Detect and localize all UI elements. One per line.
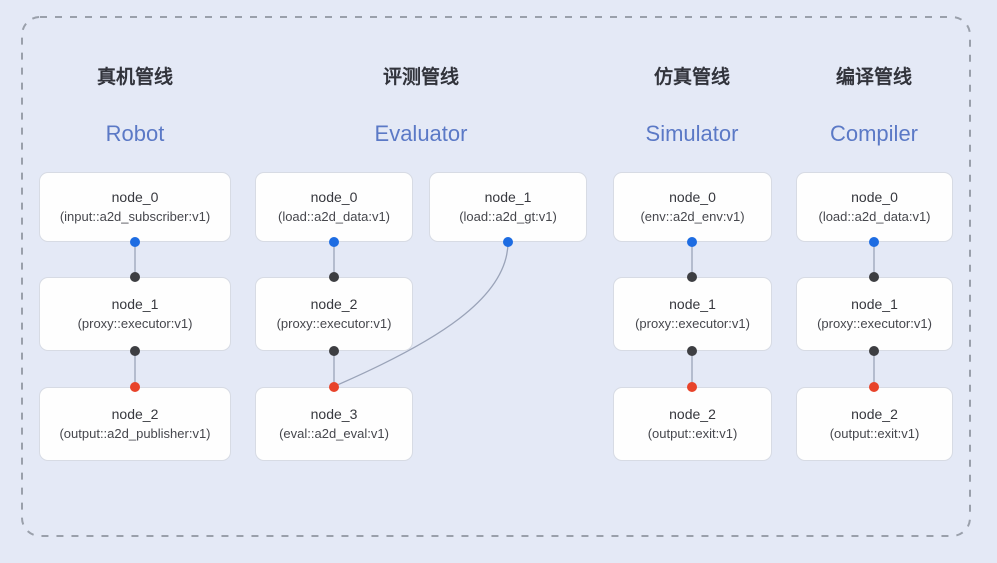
node-type: (input::a2d_subscriber:v1): [59, 209, 211, 225]
robot-node-1-box: node_1 (proxy::executor:v1): [39, 277, 231, 351]
pipeline-title-zh-compiler: 编译管线: [835, 67, 912, 88]
node-type: (load::a2d_gt:v1): [459, 209, 557, 225]
compiler-node-0-box: node_0 (load::a2d_data:v1): [796, 172, 953, 242]
node-name: node_0: [851, 189, 898, 206]
node-type: (load::a2d_data:v1): [277, 209, 391, 225]
node-name: node_2: [851, 406, 898, 423]
node-name: node_1: [669, 296, 716, 313]
evaluator-node-0-box: node_0 (load::a2d_data:v1): [255, 172, 413, 242]
robot-node-2-box: node_2 (output::a2d_publisher:v1): [39, 387, 231, 461]
evaluator-node-3-box: node_3 (eval::a2d_eval:v1): [255, 387, 413, 461]
node-name: node_1: [851, 296, 898, 313]
node-name: node_2: [111, 406, 159, 423]
node-type: (load::a2d_data:v1): [818, 209, 931, 225]
pipeline-title-en-simulator: Simulator: [645, 121, 739, 146]
pipeline-title-en-evaluator: Evaluator: [374, 121, 468, 146]
node-name: node_2: [669, 406, 716, 423]
evaluator-node-2-box: node_2 (proxy::executor:v1): [255, 277, 413, 351]
node-type: (proxy::executor:v1): [817, 316, 932, 332]
robot-node-0-box: node_0 (input::a2d_subscriber:v1): [39, 172, 231, 242]
node-type: (proxy::executor:v1): [276, 316, 392, 332]
pipeline-title-en-robot: Robot: [105, 121, 165, 146]
pipeline-title-zh-simulator: 仿真管线: [653, 67, 730, 88]
node-type: (proxy::executor:v1): [635, 316, 750, 332]
node-type: (output::a2d_publisher:v1): [59, 426, 211, 442]
node-type: (eval::a2d_eval:v1): [279, 426, 389, 442]
node-name: node_3: [310, 406, 358, 423]
compiler-node-2-box: node_2 (output::exit:v1): [796, 387, 953, 461]
node-name: node_0: [310, 189, 358, 206]
node-type: (proxy::executor:v1): [77, 316, 193, 332]
node-type: (env::a2d_env:v1): [640, 209, 745, 225]
simulator-node-2-box: node_2 (output::exit:v1): [613, 387, 772, 461]
simulator-node-0-box: node_0 (env::a2d_env:v1): [613, 172, 772, 242]
node-name: node_0: [111, 189, 159, 206]
pipeline-title-zh-robot: 真机管线: [96, 67, 173, 88]
pipeline-title-en-compiler: Compiler: [829, 121, 919, 146]
simulator-node-1-box: node_1 (proxy::executor:v1): [613, 277, 772, 351]
compiler-node-1-box: node_1 (proxy::executor:v1): [796, 277, 953, 351]
node-name: node_1: [111, 296, 159, 313]
node-name: node_1: [484, 189, 532, 206]
node-type: (output::exit:v1): [829, 426, 920, 442]
node-name: node_0: [669, 189, 716, 206]
evaluator-node-1-box: node_1 (load::a2d_gt:v1): [429, 172, 587, 242]
node-name: node_2: [310, 296, 358, 313]
node-type: (output::exit:v1): [647, 426, 738, 442]
pipeline-title-zh-evaluator: 评测管线: [382, 67, 459, 88]
